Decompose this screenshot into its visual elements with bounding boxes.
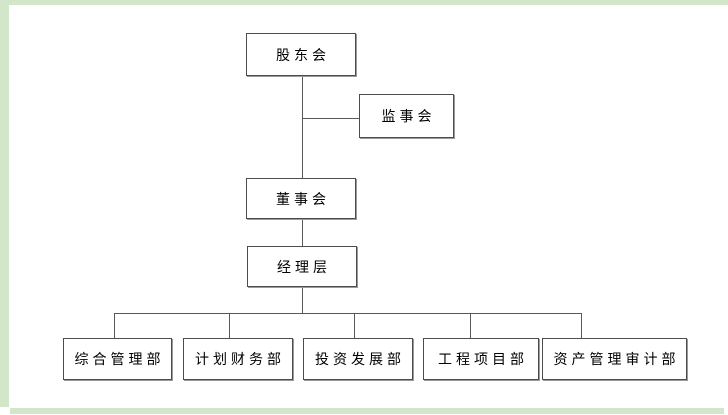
connector-shareholders-board xyxy=(302,76,303,178)
org-node-shareholders: 股东会 xyxy=(246,33,356,76)
org-node-management: 经理层 xyxy=(247,246,357,287)
connector-branch-supervisory xyxy=(302,118,359,119)
connector-stub-dept-investment xyxy=(354,313,355,338)
connector-board-management xyxy=(302,219,303,246)
org-node-board: 董事会 xyxy=(246,178,356,219)
org-node-supervisory: 监事会 xyxy=(359,94,454,138)
frame-strip-left xyxy=(0,5,9,407)
connector-stub-dept-finance xyxy=(229,313,230,338)
org-node-dept-audit: 资产管理审计部 xyxy=(542,338,687,380)
frame-strip-top xyxy=(0,0,728,5)
connector-stub-dept-engineering xyxy=(470,313,471,338)
connector-stub-dept-audit xyxy=(581,313,582,338)
org-node-dept-general: 综合管理部 xyxy=(63,338,172,380)
connector-stub-dept-general xyxy=(114,313,115,338)
connector-management-rail xyxy=(302,287,303,313)
frame-strip-bottom xyxy=(10,408,724,414)
connector-departments-rail xyxy=(114,313,582,314)
org-node-dept-investment: 投资发展部 xyxy=(303,338,413,380)
org-node-dept-finance: 计划财务部 xyxy=(183,338,293,380)
org-node-dept-engineering: 工程项目部 xyxy=(423,338,539,380)
